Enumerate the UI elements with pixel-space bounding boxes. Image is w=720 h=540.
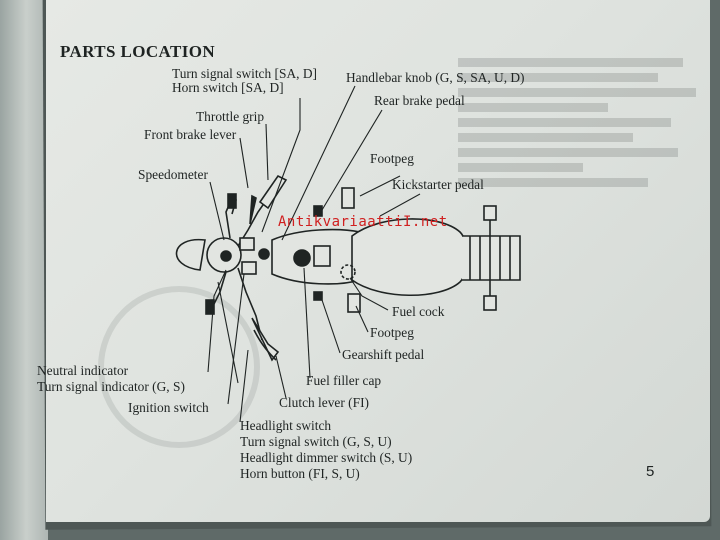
bleed-through-figure [98, 286, 260, 448]
mirror-right [227, 193, 237, 209]
label-horn-button: Horn button (FI, S, U) [240, 466, 360, 481]
page-number: 5 [646, 463, 655, 480]
left-grip-shape [251, 317, 280, 362]
front-brake-lever-shape [249, 194, 257, 225]
frame-plate [313, 245, 331, 267]
gearshift-pedal-shape [313, 291, 323, 301]
label-speedometer: Speedometer [138, 167, 208, 182]
footpeg-lower-shape [347, 293, 361, 313]
rear-signal-bottom [483, 295, 497, 311]
watermark-text: AntikvariaattiI.net [278, 214, 448, 230]
switch-block-lower [241, 261, 257, 275]
rear-brake-pedal-shape [313, 205, 323, 217]
label-gearshift-pedal: Gearshift pedal [342, 347, 425, 362]
label-turn-signal-indicator: Turn signal indicator (G, S) [37, 379, 185, 394]
mirror-left [205, 299, 215, 315]
clutch-lever-shape [253, 329, 277, 361]
label-turn-signal-switch-gsu: Turn signal switch (G, S, U) [240, 434, 392, 449]
rear-rack-bars [469, 236, 511, 280]
rear-rack [462, 235, 521, 281]
rear-signal-top [483, 205, 497, 221]
label-front-brake-lever: Front brake lever [144, 127, 237, 142]
leader-lines [207, 85, 421, 423]
page-title: PARTS LOCATION [60, 42, 216, 61]
label-handlebar-knob: Handlebar knob (G, S, SA, U, D) [346, 70, 525, 85]
label-kickstarter-pedal: Kickstarter pedal [392, 177, 484, 192]
label-headlight-switch: Headlight switch [240, 418, 332, 433]
ignition-switch-shape [258, 248, 270, 260]
seat-shape [351, 218, 469, 297]
label-rear-brake-pedal: Rear brake pedal [374, 93, 465, 108]
label-ignition-switch: Ignition switch [128, 400, 209, 415]
label-fuel-cock: Fuel cock [392, 304, 445, 319]
mirror-stalk-left [213, 271, 227, 305]
label-horn-switch-sa-d: Horn switch [SA, D] [172, 80, 284, 95]
label-fuel-filler-cap: Fuel filler cap [306, 373, 382, 388]
label-headlight-dimmer-switch: Headlight dimmer switch (S, U) [240, 450, 413, 465]
label-turn-signal-switch-sa-d: Turn signal switch [SA, D] [172, 66, 317, 81]
switch-block-upper [239, 237, 255, 251]
footpeg-upper-shape [341, 187, 355, 209]
headlight-shape [175, 238, 206, 271]
fuel-cock-shape [340, 264, 356, 280]
fuel-filler-cap-shape [293, 249, 311, 267]
label-throttle-grip: Throttle grip [196, 109, 265, 124]
label-footpeg-bottom: Footpeg [370, 325, 414, 340]
label-neutral-indicator: Neutral indicator [37, 363, 129, 378]
book-spine [0, 0, 48, 540]
label-footpeg-top: Footpeg [370, 151, 414, 166]
speedometer-hub [220, 250, 232, 262]
label-clutch-lever: Clutch lever (FI) [279, 395, 369, 410]
